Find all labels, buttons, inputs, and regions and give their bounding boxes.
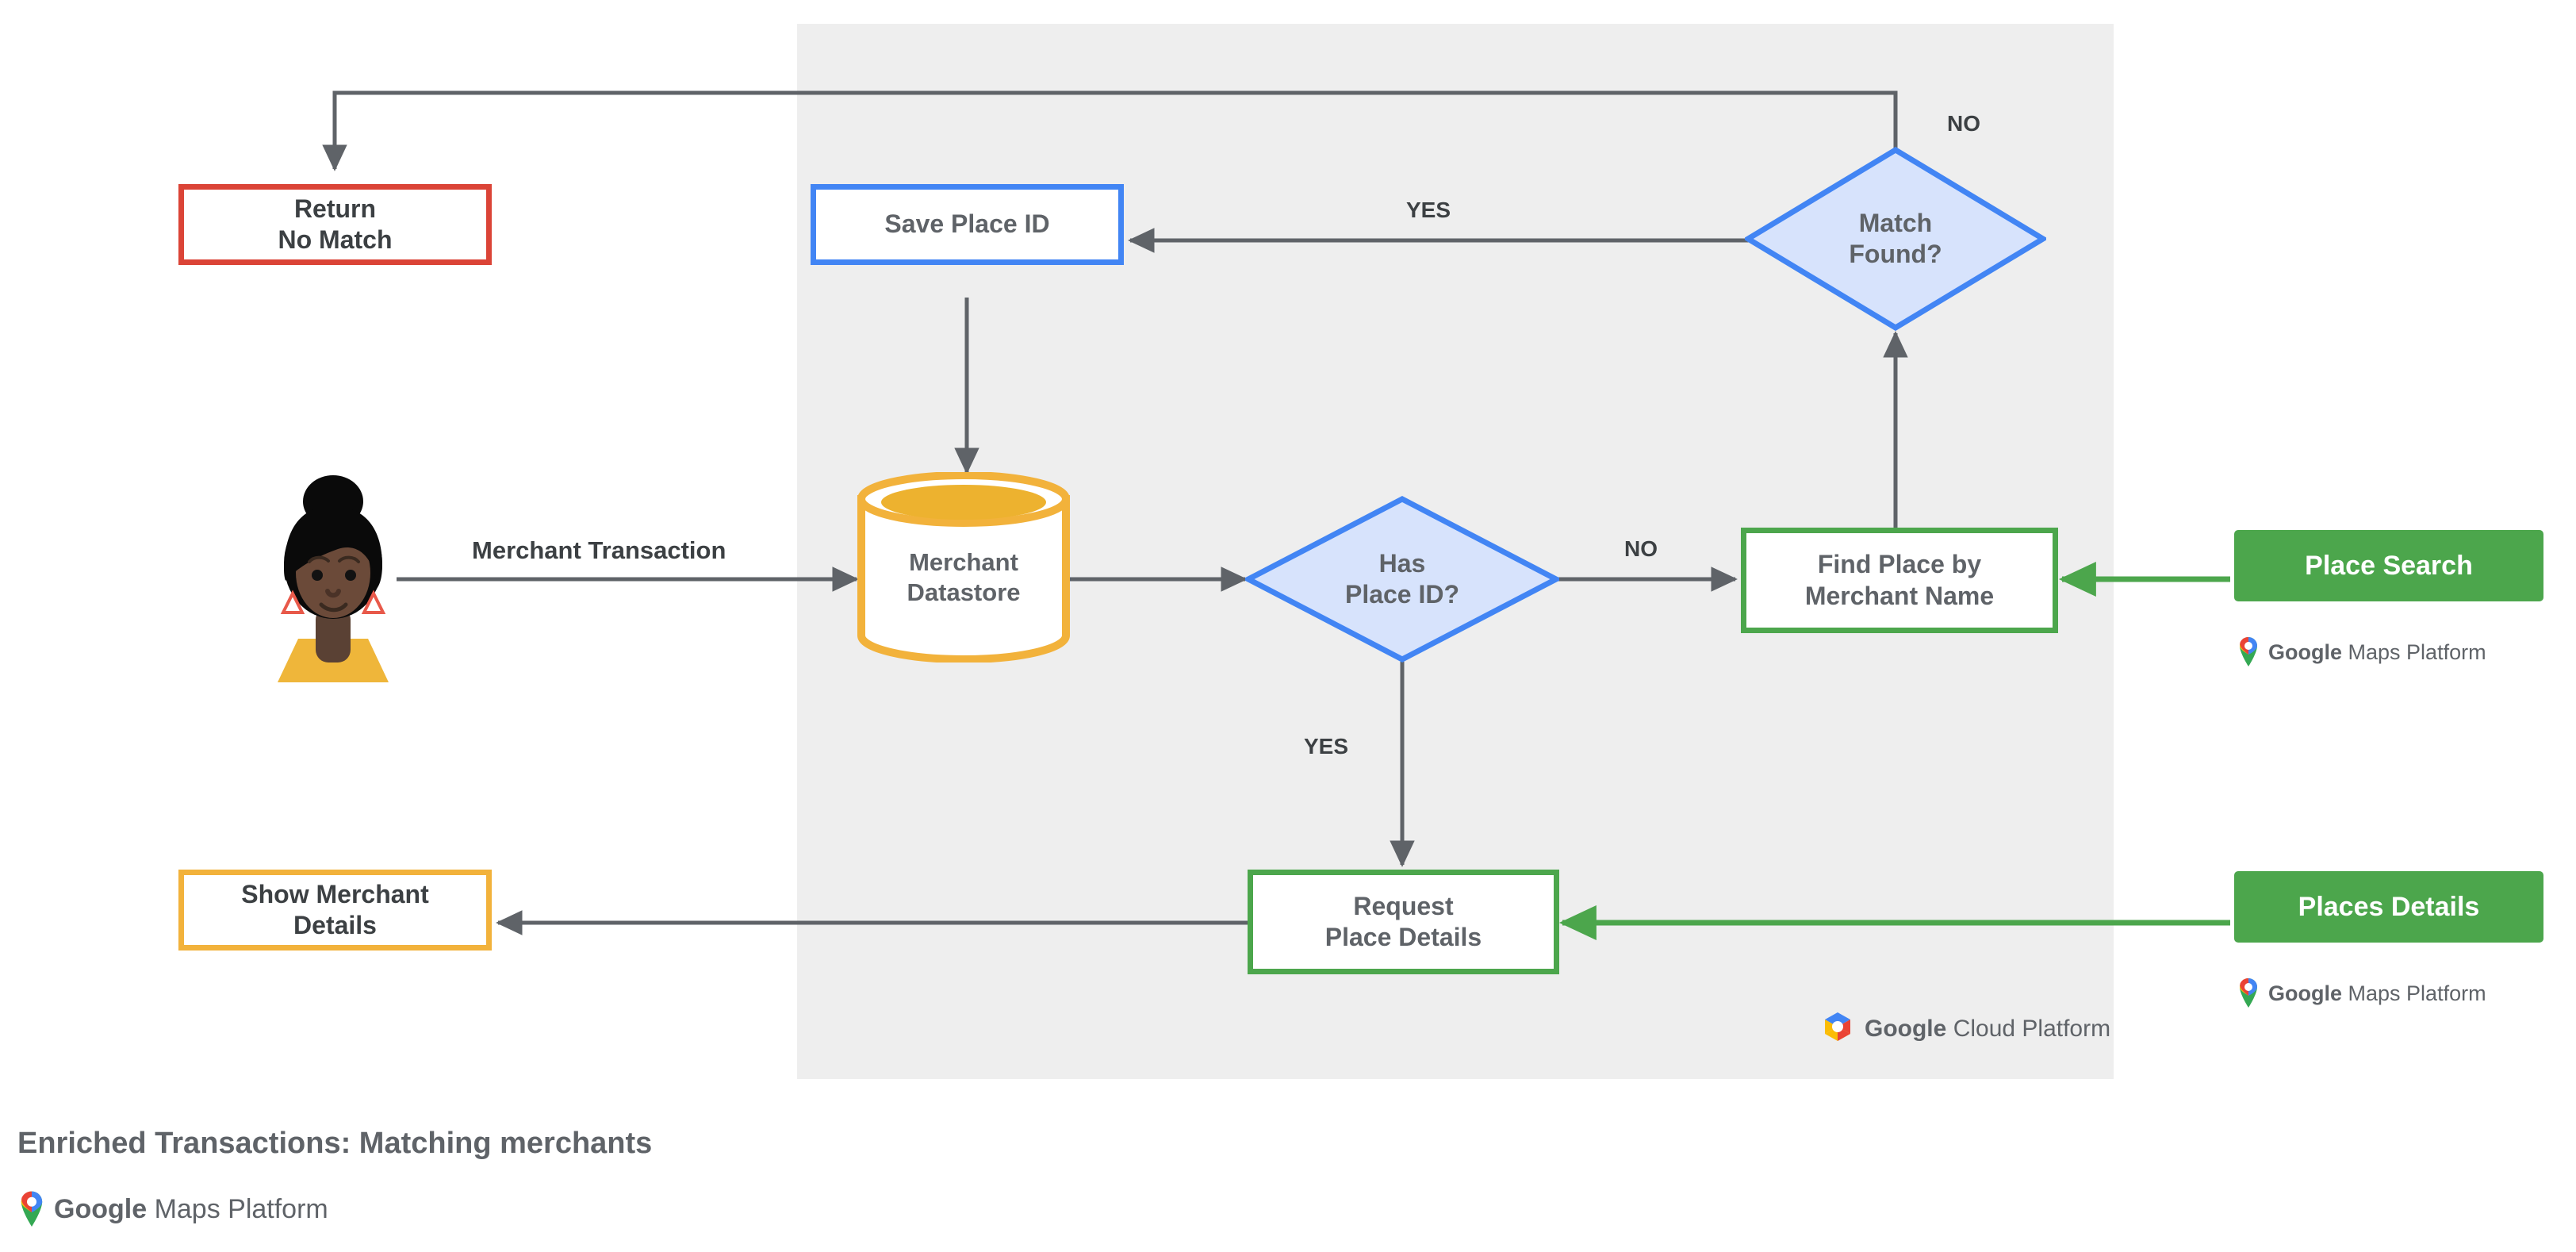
chip-places-details-label: Places Details	[2298, 891, 2480, 922]
cloud-platform-wordmark: Google Cloud Platform	[1865, 1015, 2111, 1042]
node-merchant-datastore-label: Merchant Datastore	[907, 548, 1021, 606]
diagram-title: Enriched Transactions: Matching merchant…	[17, 1127, 653, 1160]
node-match-found-label: Match Found?	[1849, 208, 1942, 268]
diamond-shape	[1745, 147, 2046, 331]
node-merchant-datastore[interactable]: Merchant Datastore	[857, 472, 1071, 662]
node-save-place-id-label: Save Place ID	[884, 209, 1050, 239]
cloud-hexagon-icon	[1820, 1009, 1855, 1048]
maps-platform-logo-places-details: Google Maps Platform	[2237, 976, 2486, 1012]
node-request-place-details[interactable]: Request Place Details	[1248, 870, 1559, 974]
maps-platform-wordmark: Google Maps Platform	[54, 1194, 328, 1224]
avatar-illustration	[278, 475, 389, 682]
maps-pin-icon	[2237, 635, 2260, 670]
cloud-platform-logo: Google Cloud Platform	[1820, 1009, 2110, 1048]
edge-label-yes-has-place-id: YES	[1304, 734, 1349, 758]
edge-label-no-has-place-id: NO	[1624, 536, 1658, 561]
node-has-place-id-label: Has Place ID?	[1344, 548, 1460, 609]
node-show-merchant-details-label: Show Merchant Details	[241, 879, 429, 939]
node-find-place-by-merchant-name[interactable]: Find Place by Merchant Name	[1741, 528, 2058, 633]
node-find-place-by-merchant-name-label: Find Place by Merchant Name	[1804, 550, 1995, 610]
node-match-found[interactable]: Match Found?	[1745, 147, 2046, 331]
node-return-no-match[interactable]: Return No Match	[178, 184, 492, 265]
maps-platform-logo-caption: Google Maps Platform	[17, 1189, 328, 1231]
edge-label-merchant-transaction: Merchant Transaction	[472, 536, 726, 564]
node-show-merchant-details[interactable]: Show Merchant Details	[178, 870, 492, 951]
maps-pin-icon	[2237, 976, 2260, 1012]
maps-platform-logo-place-search: Google Maps Platform	[2237, 635, 2486, 670]
edge-label-no-match-found: NO	[1947, 111, 1980, 136]
node-has-place-id[interactable]: Has Place ID?	[1245, 496, 1559, 662]
diamond-shape	[1245, 496, 1559, 662]
maps-platform-wordmark: Google Maps Platform	[2268, 981, 2486, 1005]
chip-places-details[interactable]: Places Details	[2234, 871, 2543, 943]
maps-platform-wordmark: Google Maps Platform	[2268, 640, 2486, 664]
cylinder-shape	[857, 472, 1070, 662]
node-return-no-match-label: Return No Match	[278, 194, 393, 254]
user-avatar	[262, 460, 404, 682]
maps-pin-icon	[17, 1189, 46, 1231]
node-save-place-id[interactable]: Save Place ID	[811, 184, 1124, 265]
edge-label-yes-match-found: YES	[1406, 198, 1451, 222]
chip-place-search-label: Place Search	[2305, 550, 2473, 581]
node-request-place-details-label: Request Place Details	[1324, 891, 1482, 951]
chip-place-search[interactable]: Place Search	[2234, 530, 2543, 601]
